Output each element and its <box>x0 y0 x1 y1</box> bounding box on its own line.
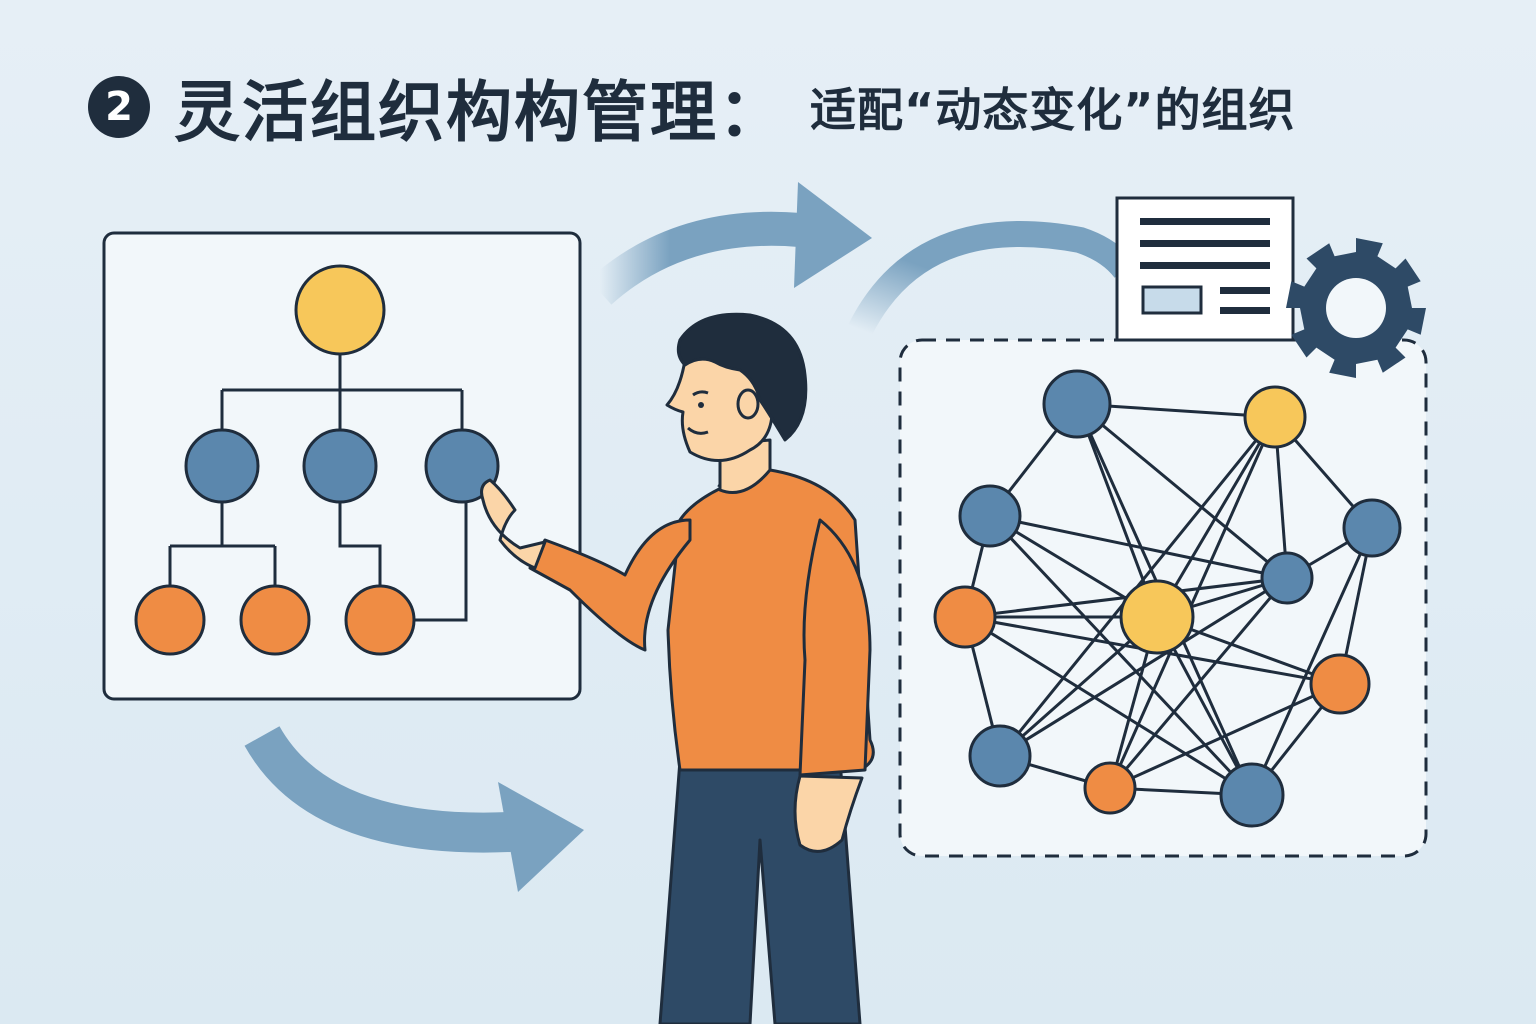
person-head <box>665 312 808 494</box>
arrow-bottom <box>244 725 584 892</box>
network-node <box>1042 369 1112 439</box>
network-node <box>1119 579 1195 655</box>
org-leaf-node <box>134 584 206 656</box>
title-row: 2 灵活组织构构管理： 适配“动态变化”的组织 <box>88 62 1295 152</box>
network-edge <box>1075 403 1159 618</box>
network-node <box>968 724 1032 788</box>
network-node <box>1309 653 1371 715</box>
org-middle-node <box>184 428 260 504</box>
network-node <box>958 484 1022 548</box>
network-nodes <box>933 369 1402 828</box>
gear-hole <box>1326 278 1386 338</box>
hierarchy-connectors <box>168 355 468 622</box>
network-edge <box>1250 527 1374 796</box>
org-root-node <box>294 264 386 356</box>
person-left-arm <box>480 478 692 652</box>
network-edge <box>1155 416 1277 618</box>
network-node <box>1243 385 1307 449</box>
network-node <box>1260 551 1314 605</box>
step-number: 2 <box>105 84 133 130</box>
network-edge <box>988 514 1254 797</box>
person-figure <box>480 312 875 1024</box>
page-subtitle: 适配“动态变化”的组织 <box>810 83 1296 137</box>
network-edge <box>989 514 1288 580</box>
network-edge <box>1109 682 1341 790</box>
org-middle-node <box>302 428 378 504</box>
network-edge <box>964 615 1253 797</box>
org-middle-node <box>424 428 500 504</box>
network-node <box>1083 761 1137 815</box>
arrow-top <box>588 182 872 305</box>
network-node <box>1219 762 1285 828</box>
gear-icon <box>1286 238 1426 378</box>
document-icon <box>1115 196 1295 342</box>
hierarchy-nodes <box>134 264 500 656</box>
network-node <box>1342 498 1402 558</box>
step-number-badge: 2 <box>88 76 150 138</box>
network-edge <box>999 576 1288 758</box>
person-right-arm <box>793 518 872 853</box>
org-leaf-node <box>344 584 416 656</box>
network-edge <box>1076 402 1288 580</box>
network-edge <box>1108 577 1289 789</box>
arrow-right-curve <box>848 221 1136 336</box>
network-node <box>933 585 997 649</box>
network-edge <box>1108 416 1277 789</box>
org-leaf-node <box>239 584 311 656</box>
page-title: 灵活组织构构管理： <box>174 74 786 151</box>
